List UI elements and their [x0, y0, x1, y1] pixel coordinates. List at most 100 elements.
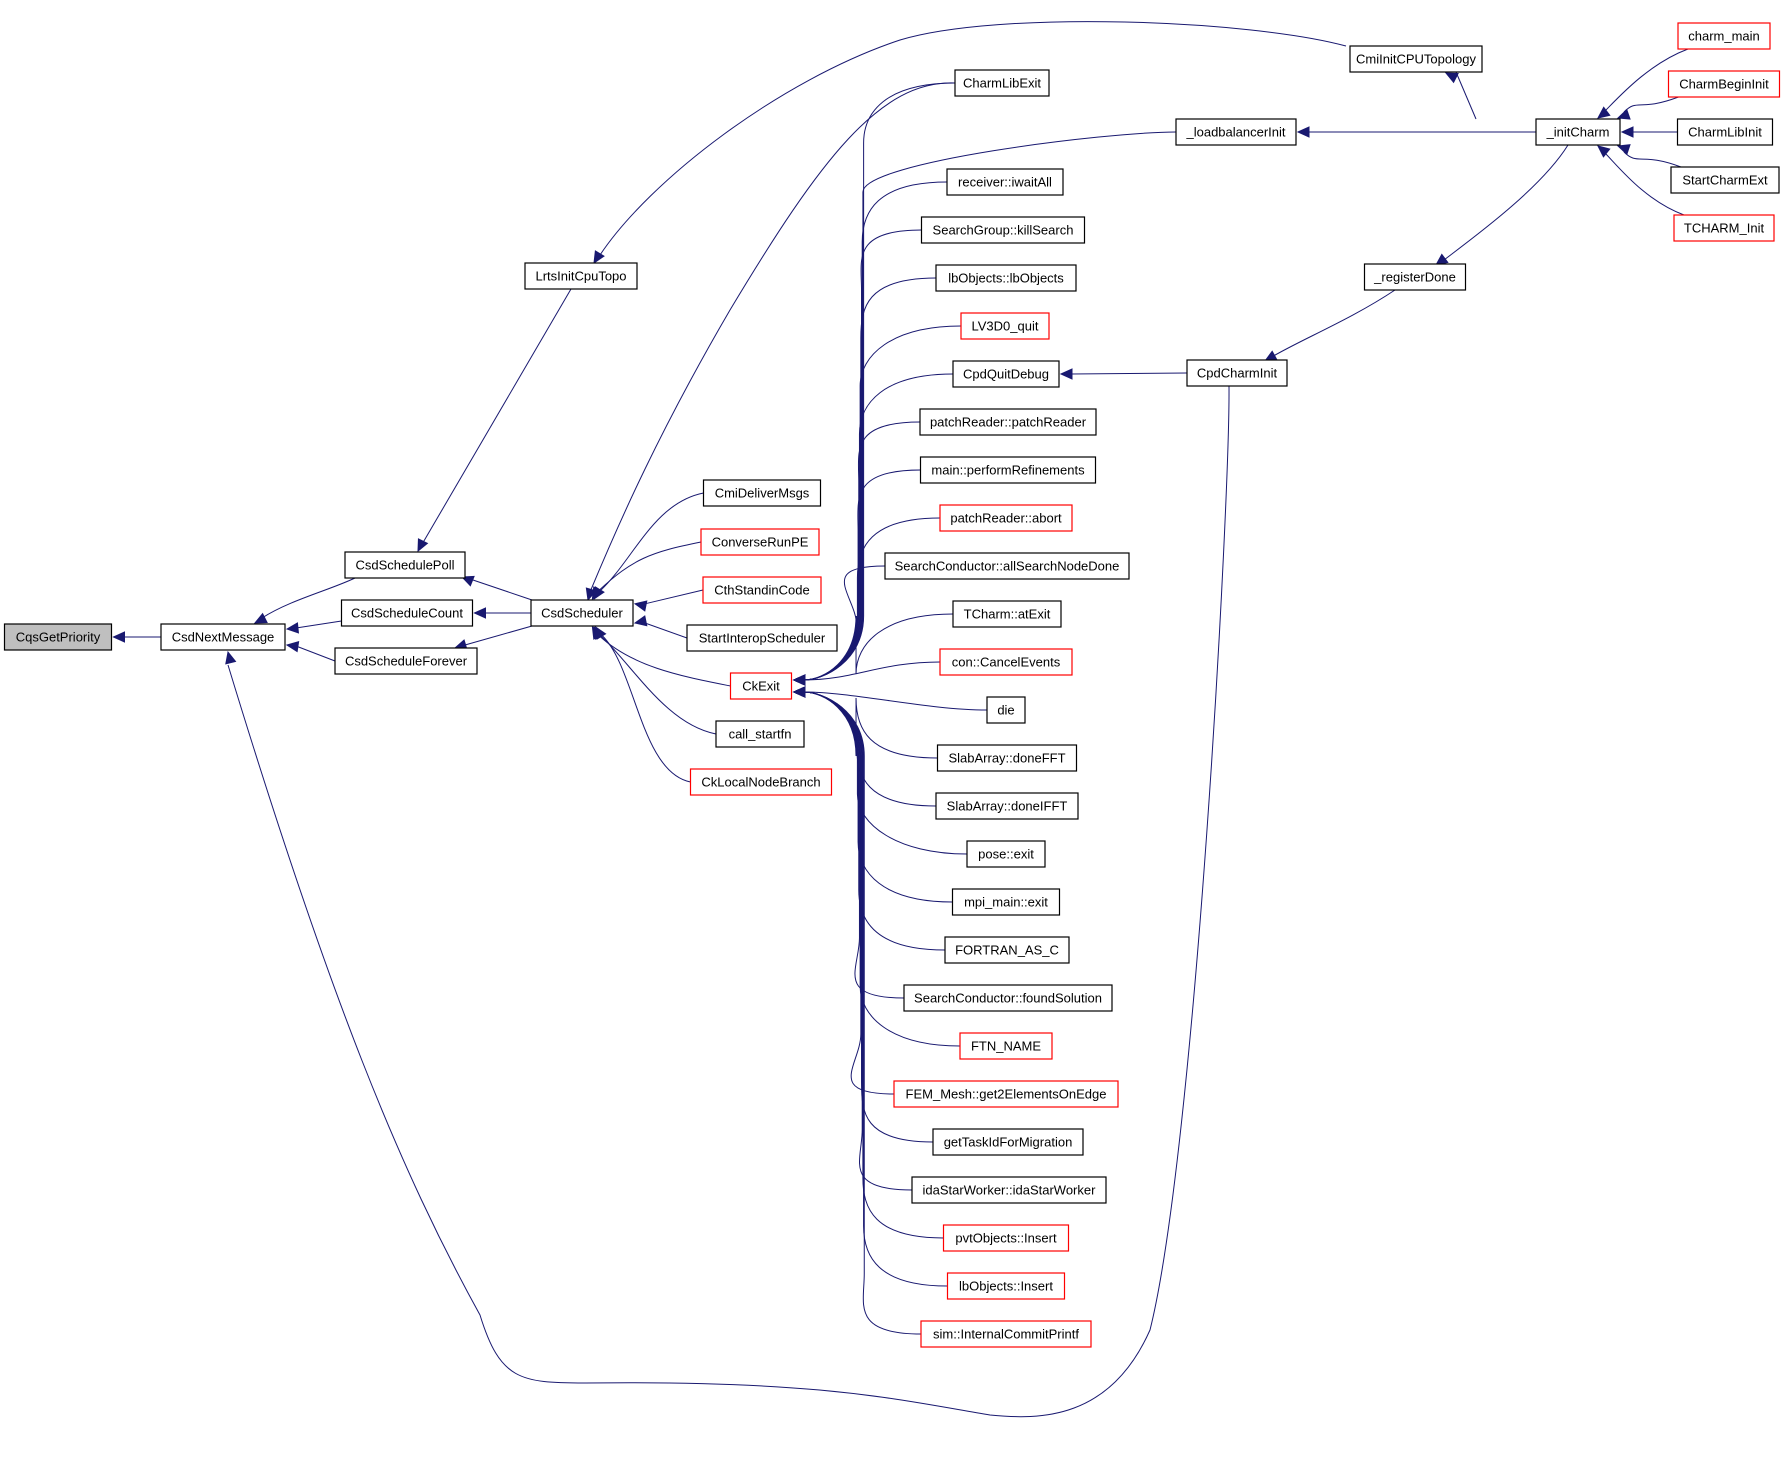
node-box[interactable] — [966, 840, 1046, 868]
node-pvt-objects-insert[interactable]: pvtObjects::Insert — [942, 1224, 1070, 1252]
node-cmi-deliver-msgs[interactable]: CmiDeliverMsgs — [702, 479, 822, 507]
node-box[interactable] — [334, 647, 478, 675]
node-box[interactable] — [986, 696, 1026, 724]
node-cpd-quit-debug[interactable]: CpdQuitDebug — [952, 360, 1060, 388]
node-slab-array-done-ifft[interactable]: SlabArray::doneIFFT — [935, 792, 1079, 820]
node-box[interactable] — [1676, 118, 1774, 146]
node-box[interactable] — [935, 264, 1077, 292]
node-mpi-main-exit[interactable]: mpi_main::exit — [951, 888, 1061, 916]
node-start-interop-scheduler[interactable]: StartInteropScheduler — [686, 624, 838, 652]
node-cmi-init-cputopology[interactable]: CmiInitCPUTopology — [1349, 45, 1483, 73]
node-box[interactable] — [686, 624, 838, 652]
node-box[interactable] — [1670, 166, 1780, 194]
node-box[interactable] — [920, 1320, 1092, 1348]
node-receiver-iwait-all[interactable]: receiver::iwaitAll — [946, 168, 1064, 196]
node-converse-run-pe[interactable]: ConverseRunPE — [700, 528, 820, 556]
node-charm-lib-exit[interactable]: CharmLibExit — [954, 69, 1050, 97]
node-call-startfn[interactable]: call_startfn — [715, 720, 805, 748]
node-box[interactable] — [911, 1176, 1107, 1204]
node-box[interactable] — [1673, 214, 1775, 242]
node-cpd-charm-init[interactable]: CpdCharmInit — [1186, 359, 1288, 387]
node-search-conductor-found-solution[interactable]: SearchConductor::foundSolution — [903, 984, 1113, 1012]
node-ck-exit[interactable]: CkExit — [729, 672, 793, 700]
node-charm-main[interactable]: charm_main — [1677, 22, 1771, 50]
node-csd-schedule-count[interactable]: CsdScheduleCount — [340, 599, 474, 627]
node-box[interactable] — [1186, 359, 1288, 387]
node-charm-begin-init[interactable]: CharmBeginInit — [1667, 70, 1781, 98]
node-register-done[interactable]: _registerDone — [1363, 263, 1467, 291]
node-box[interactable] — [920, 216, 1086, 244]
node-box[interactable] — [936, 744, 1078, 772]
node-ck-local-node-branch[interactable]: CkLocalNodeBranch — [689, 768, 833, 796]
node-slab-array-done-fft[interactable]: SlabArray::doneFFT — [936, 744, 1078, 772]
node-box[interactable] — [939, 648, 1073, 676]
node-search-group-kill-search[interactable]: SearchGroup::killSearch — [920, 216, 1086, 244]
node-box[interactable] — [919, 408, 1097, 436]
node-patch-reader-abort[interactable]: patchReader::abort — [939, 504, 1073, 532]
node-box[interactable] — [700, 528, 820, 556]
node-csd-scheduler[interactable]: CsdScheduler — [530, 599, 634, 627]
node-box[interactable] — [893, 1080, 1119, 1108]
node-box[interactable] — [524, 262, 638, 290]
node-box[interactable] — [729, 672, 793, 700]
node-charm-lib-init[interactable]: CharmLibInit — [1676, 118, 1774, 146]
node-box[interactable] — [3, 623, 113, 651]
node-init-charm[interactable]: _initCharm — [1535, 118, 1621, 146]
node-box[interactable] — [939, 504, 1073, 532]
node-csd-schedule-forever[interactable]: CsdScheduleForever — [334, 647, 478, 675]
node-patch-reader-patch-reader[interactable]: patchReader::patchReader — [919, 408, 1097, 436]
node-csd-next-message[interactable]: CsdNextMessage — [160, 623, 286, 651]
node-main-perform-refinements[interactable]: main::performRefinements — [919, 456, 1097, 484]
node-loadbalancer-init[interactable]: _loadbalancerInit — [1175, 118, 1297, 146]
node-ida-star-worker-ida-star-worker[interactable]: idaStarWorker::idaStarWorker — [911, 1176, 1107, 1204]
node-box[interactable] — [160, 623, 286, 651]
node-box[interactable] — [932, 1128, 1084, 1156]
node-box[interactable] — [952, 600, 1062, 628]
node-cth-standin-code[interactable]: CthStandinCode — [702, 576, 822, 604]
node-box[interactable] — [954, 69, 1050, 97]
node-cqs-get-priority[interactable]: CqsGetPriority — [3, 623, 113, 651]
node-box[interactable] — [951, 888, 1061, 916]
node-box[interactable] — [689, 768, 833, 796]
node-search-conductor-all-search-node-done[interactable]: SearchConductor::allSearchNodeDone — [884, 552, 1130, 580]
node-box[interactable] — [946, 1272, 1066, 1300]
node-box[interactable] — [340, 599, 474, 627]
node-box[interactable] — [960, 312, 1050, 340]
node-box[interactable] — [702, 479, 822, 507]
node-fortran-as-c[interactable]: FORTRAN_AS_C — [944, 936, 1070, 964]
node-box[interactable] — [944, 936, 1070, 964]
node-pose-exit[interactable]: pose::exit — [966, 840, 1046, 868]
node-box[interactable] — [935, 792, 1079, 820]
node-lb-objects-insert[interactable]: lbObjects::Insert — [946, 1272, 1066, 1300]
node-box[interactable] — [942, 1224, 1070, 1252]
node-box[interactable] — [715, 720, 805, 748]
node-csd-schedule-poll[interactable]: CsdSchedulePoll — [344, 551, 466, 579]
node-lb-objects-lb-objects[interactable]: lbObjects::lbObjects — [935, 264, 1077, 292]
node-box[interactable] — [1677, 22, 1771, 50]
node-box[interactable] — [1175, 118, 1297, 146]
node-fem-mesh-get2-elements-on-edge[interactable]: FEM_Mesh::get2ElementsOnEdge — [893, 1080, 1119, 1108]
node-con-cancel-events[interactable]: con::CancelEvents — [939, 648, 1073, 676]
node-box[interactable] — [884, 552, 1130, 580]
node-sim-internal-commit-printf[interactable]: sim::InternalCommitPrintf — [920, 1320, 1092, 1348]
node-box[interactable] — [344, 551, 466, 579]
node-get-task-id-for-migration[interactable]: getTaskIdForMigration — [932, 1128, 1084, 1156]
node-box[interactable] — [1349, 45, 1483, 73]
node-tcharm-at-exit[interactable]: TCharm::atExit — [952, 600, 1062, 628]
node-box[interactable] — [946, 168, 1064, 196]
node-box[interactable] — [530, 599, 634, 627]
node-start-charm-ext[interactable]: StartCharmExt — [1670, 166, 1780, 194]
node-box[interactable] — [952, 360, 1060, 388]
node-lv3-d0-quit[interactable]: LV3D0_quit — [960, 312, 1050, 340]
node-box[interactable] — [702, 576, 822, 604]
node-box[interactable] — [1667, 70, 1781, 98]
node-box[interactable] — [959, 1032, 1053, 1060]
node-die[interactable]: die — [986, 696, 1026, 724]
node-box[interactable] — [1535, 118, 1621, 146]
node-lrts-init-cpu-topo[interactable]: LrtsInitCpuTopo — [524, 262, 638, 290]
node-box[interactable] — [903, 984, 1113, 1012]
node-tcharm-init[interactable]: TCHARM_Init — [1673, 214, 1775, 242]
node-box[interactable] — [1363, 263, 1467, 291]
node-ftn-name[interactable]: FTN_NAME — [959, 1032, 1053, 1060]
node-box[interactable] — [919, 456, 1097, 484]
